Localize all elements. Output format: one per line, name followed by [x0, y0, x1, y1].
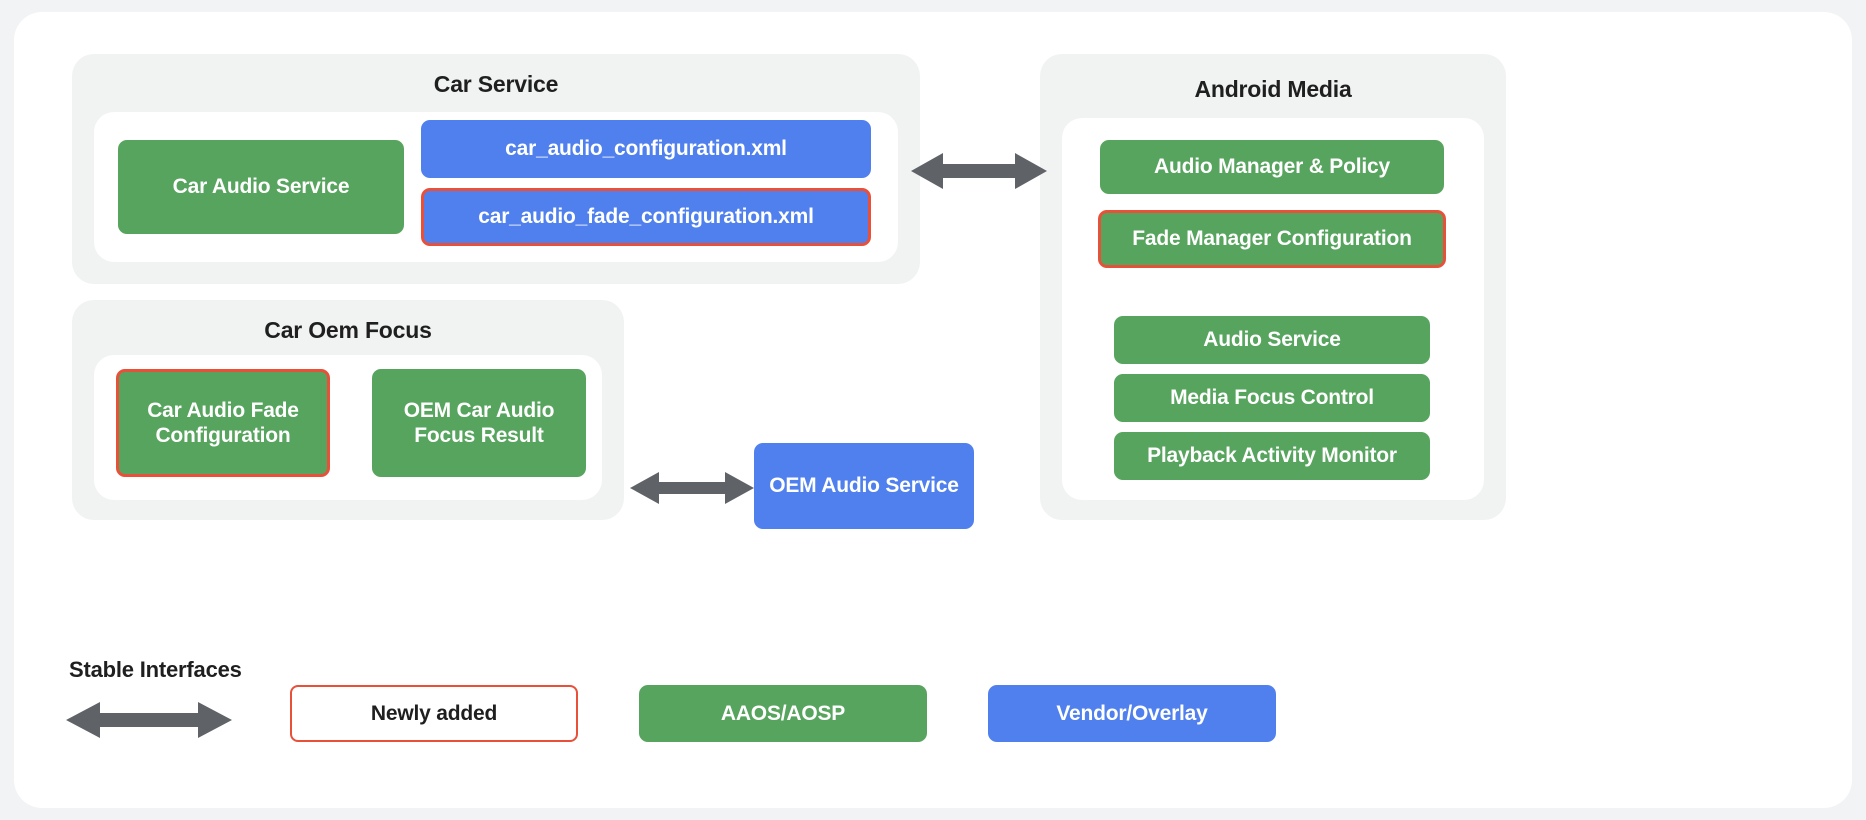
node-car-audio-fade-configuration-xml-label: car_audio_fade_configuration.xml	[478, 205, 814, 229]
node-fade-manager-configuration-label: Fade Manager Configuration	[1132, 227, 1412, 251]
node-oem-audio-service[interactable]: OEM Audio Service	[754, 443, 974, 529]
node-playback-activity-monitor[interactable]: Playback Activity Monitor	[1114, 432, 1430, 480]
node-car-audio-configuration-xml-label: car_audio_configuration.xml	[505, 137, 787, 161]
group-android-media-title: Android Media	[1194, 76, 1352, 102]
legend-item-vendor-overlay[interactable]: Vendor/Overlay	[988, 685, 1276, 742]
node-playback-activity-monitor-label: Playback Activity Monitor	[1147, 444, 1397, 468]
node-media-focus-control-label: Media Focus Control	[1170, 386, 1374, 410]
node-car-audio-service[interactable]: Car Audio Service	[118, 140, 404, 234]
node-audio-manager-and-policy-label: Audio Manager & Policy	[1154, 155, 1390, 179]
double-arrow-icon	[911, 153, 1047, 189]
node-car-audio-fade-configuration[interactable]: Car Audio Fade Configuration	[116, 369, 330, 477]
double-arrow-icon	[66, 702, 232, 738]
group-car-oem-focus-title: Car Oem Focus	[264, 317, 432, 343]
group-car-oem-focus: Car Oem Focus Car Audio Fade Configurati…	[72, 300, 624, 520]
diagram-card: Car Service Car Audio Service car_audio_…	[14, 12, 1852, 808]
double-arrow-icon	[630, 472, 754, 504]
group-car-oem-focus-inner: Car Audio Fade Configuration OEM Car Aud…	[94, 355, 602, 500]
legend-stable-interfaces-arrow	[64, 698, 234, 742]
group-car-service-title: Car Service	[433, 71, 559, 97]
node-oem-audio-service-label: OEM Audio Service	[769, 474, 959, 498]
node-audio-service-label: Audio Service	[1203, 328, 1341, 352]
legend-item-vendor-overlay-label: Vendor/Overlay	[1056, 701, 1208, 725]
legend-item-aaos-aosp-label: AAOS/AOSP	[720, 701, 846, 725]
group-android-media-inner: Audio Manager & Policy Fade Manager Conf…	[1062, 118, 1484, 500]
group-car-service: Car Service Car Audio Service car_audio_…	[72, 54, 920, 284]
legend-item-newly-added-label: Newly added	[370, 701, 498, 725]
node-car-audio-configuration-xml[interactable]: car_audio_configuration.xml	[421, 120, 871, 178]
node-fade-manager-configuration[interactable]: Fade Manager Configuration	[1098, 210, 1446, 268]
connector-car-oem-focus-to-oem-audio-service	[628, 468, 756, 508]
group-android-media: Android Media Audio Manager & Policy Fad…	[1040, 54, 1506, 520]
node-car-audio-service-label: Car Audio Service	[172, 175, 350, 199]
legend-stable-interfaces-label: Stable Interfaces	[69, 657, 242, 682]
node-media-focus-control[interactable]: Media Focus Control	[1114, 374, 1430, 422]
legend-item-newly-added[interactable]: Newly added	[290, 685, 578, 742]
group-car-service-inner: Car Audio Service car_audio_configuratio…	[94, 112, 898, 262]
node-oem-car-audio-focus-result[interactable]: OEM Car Audio Focus Result	[372, 369, 586, 477]
connector-car-service-to-android-media	[909, 149, 1049, 193]
node-oem-car-audio-focus-result-label: OEM Car Audio Focus Result	[403, 398, 555, 447]
legend-item-aaos-aosp[interactable]: AAOS/AOSP	[639, 685, 927, 742]
node-audio-service[interactable]: Audio Service	[1114, 316, 1430, 364]
node-car-audio-fade-configuration-label: Car Audio Fade Configuration	[147, 398, 299, 447]
node-car-audio-fade-configuration-xml[interactable]: car_audio_fade_configuration.xml	[421, 188, 871, 246]
node-audio-manager-and-policy[interactable]: Audio Manager & Policy	[1100, 140, 1444, 194]
